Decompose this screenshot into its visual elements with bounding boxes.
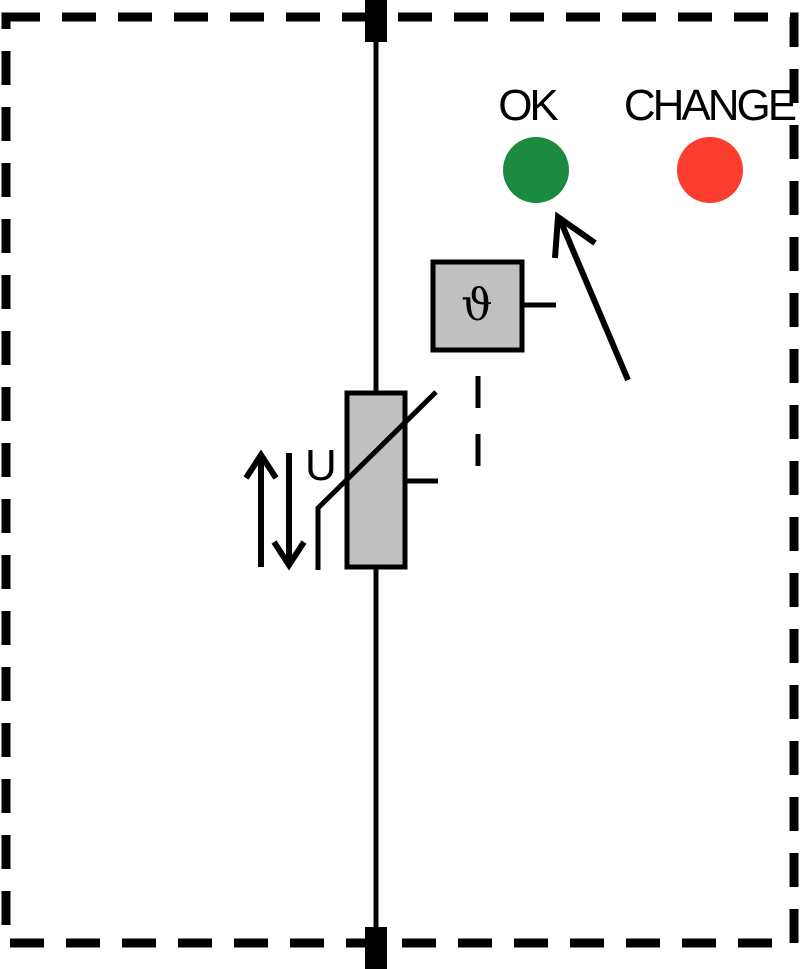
voltage-label: U xyxy=(305,441,337,490)
indicator-arrow-icon xyxy=(552,211,631,382)
top-terminal xyxy=(365,0,387,42)
thermal-symbol: ϑ xyxy=(461,280,492,331)
change-label: CHANGE xyxy=(624,81,796,130)
thermal-element-box xyxy=(430,259,525,353)
bottom-terminal xyxy=(365,927,387,969)
ok-label: OK xyxy=(498,81,558,130)
varistor-body xyxy=(344,390,408,570)
enclosure-border xyxy=(1,12,799,948)
voltage-arrow-up-icon xyxy=(243,449,279,567)
change-indicator-lamp xyxy=(677,137,743,203)
varistor-nonlinear-line xyxy=(315,390,438,570)
ok-indicator-lamp xyxy=(503,137,569,203)
voltage-arrow-down-icon xyxy=(271,453,307,571)
